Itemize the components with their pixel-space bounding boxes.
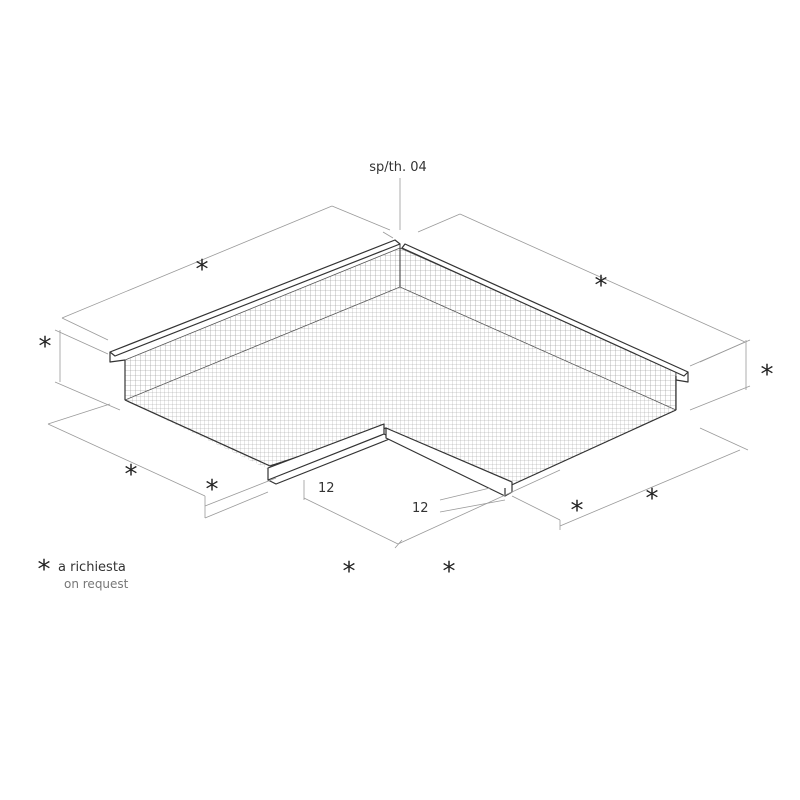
tray-floor-front (386, 410, 676, 488)
front-bottom-edge-left (124, 399, 271, 467)
on-request-marker: * (343, 557, 356, 587)
on-request-marker: * (125, 460, 138, 490)
front-flange-right (385, 427, 513, 497)
on-request-marker: * (196, 255, 209, 285)
legend-marker: * (38, 555, 51, 585)
on-request-marker: * (571, 496, 584, 526)
flange-width-left-label: 12 (318, 481, 335, 496)
on-request-marker: * (646, 484, 659, 514)
flange-width-right-label: 12 (412, 501, 429, 516)
thickness-label: sp/th. 04 (369, 160, 427, 175)
on-request-marker: * (443, 557, 456, 587)
legend-line-2: on request (64, 577, 129, 591)
on-request-marker: * (39, 332, 52, 362)
legend: * a richiesta on request (38, 555, 129, 591)
on-request-marker: * (595, 271, 608, 301)
tray-floor (125, 287, 676, 470)
on-request-marker: * (761, 360, 774, 390)
tray-body (109, 239, 689, 497)
right-top-flange (401, 243, 689, 377)
on-request-marker: * (206, 475, 219, 505)
legend-line-1: a richiesta (58, 560, 126, 575)
dimension-lines (47, 178, 751, 549)
